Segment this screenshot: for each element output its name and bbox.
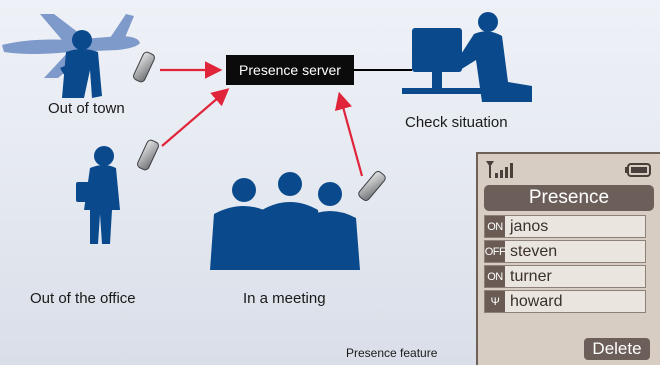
dining-status-icon: Ψ [485, 291, 505, 312]
status-badge: OFF [485, 241, 506, 262]
presence-title-text: Presence [528, 187, 610, 208]
computer-user-icon [402, 12, 532, 102]
mobile-phone-icon [133, 51, 386, 201]
presence-server-label: Presence server [239, 62, 341, 78]
contact-row[interactable]: ON janos [484, 215, 646, 238]
connection-arrows [160, 61, 364, 177]
delete-button[interactable]: Delete [584, 338, 650, 360]
label-out-of-town: Out of town [48, 100, 125, 117]
phone-screen: Presence ON janos OFF steven ON turner Ψ… [476, 152, 660, 365]
meeting-group-icon [210, 172, 360, 270]
delete-button-label: Delete [592, 339, 642, 358]
contact-row[interactable]: OFF steven [484, 240, 646, 263]
label-check-situation: Check situation [405, 114, 508, 131]
contact-name: steven [510, 242, 558, 260]
contact-name: janos [510, 217, 549, 235]
contact-name: howard [510, 292, 563, 310]
traveller-figure-icon [60, 30, 102, 98]
label-out-of-office: Out of the office [30, 290, 136, 307]
contact-name: turner [510, 267, 552, 285]
status-badge: ON [485, 266, 505, 287]
label-in-meeting: In a meeting [243, 290, 326, 307]
signal-icon [486, 161, 513, 178]
battery-icon [625, 163, 651, 177]
presence-title: Presence [484, 185, 654, 211]
presence-server-box: Presence server [226, 55, 354, 85]
contact-row[interactable]: Ψ howard [484, 290, 646, 313]
status-badge: ON [485, 216, 505, 237]
status-bar [486, 161, 651, 178]
walking-figure-icon [76, 146, 120, 244]
contact-row[interactable]: ON turner [484, 265, 646, 288]
figure-caption: Presence feature [346, 346, 438, 360]
